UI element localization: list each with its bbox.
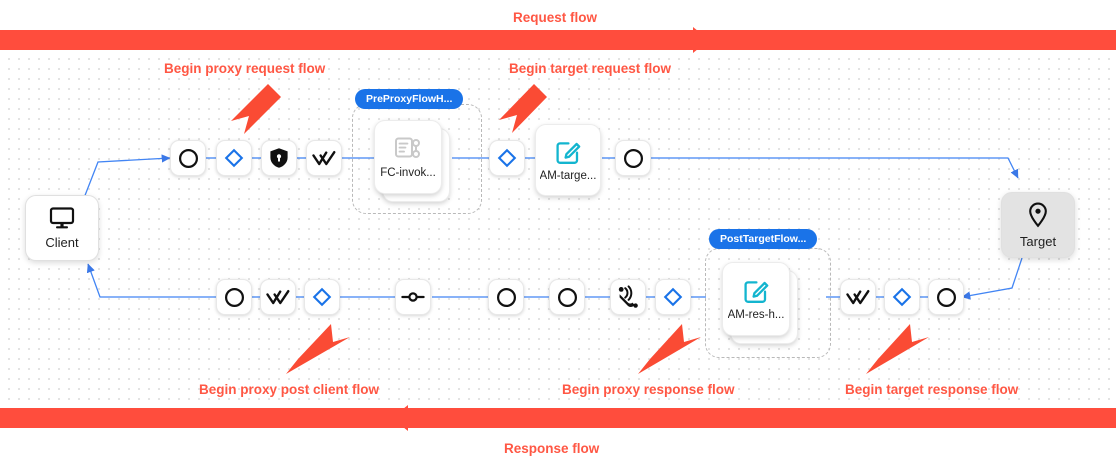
response-step-circle-4[interactable]: [928, 279, 964, 315]
request-step-double-check-1[interactable]: [306, 140, 342, 176]
response-flow-bar: [0, 408, 1116, 428]
diamond-icon: [224, 148, 244, 168]
response-step-double-check-1[interactable]: [260, 279, 296, 315]
annotation-begin-proxy-response-flow: Begin proxy response flow: [562, 382, 735, 397]
request-step-circle-2[interactable]: [615, 140, 651, 176]
endpoint-client[interactable]: Client: [25, 195, 99, 261]
circle-icon: [936, 287, 956, 307]
broadcast-icon: [618, 285, 638, 308]
edge-target-to-response: [961, 257, 1023, 300]
flow-card-fc-invoke-label: FC-invok...: [380, 166, 436, 179]
assign-message-icon: [744, 280, 769, 303]
response-step-double-check-2[interactable]: [840, 279, 876, 315]
double-check-icon: [312, 150, 336, 165]
diamond-icon: [663, 287, 683, 307]
annotation-begin-target-response-flow: Begin target response flow: [845, 382, 1019, 397]
response-step-circle-1[interactable]: [216, 279, 252, 315]
script-flow-icon: [395, 137, 420, 158]
edge-client-to-request: [83, 154, 171, 199]
flow-card-am-res-label: AM-res-h...: [727, 308, 785, 321]
double-check-icon: [266, 289, 290, 304]
request-flow-label: Request flow: [513, 10, 598, 25]
request-step-diamond-2[interactable]: [489, 140, 525, 176]
circle-icon: [496, 287, 516, 307]
response-flow-label: Response flow: [504, 441, 600, 456]
flow-card-am-res-wrapper[interactable]: AM-res-h...: [722, 262, 804, 352]
policy-card-am-target-label: AM-targe...: [539, 169, 597, 182]
location-pin-icon: [1029, 202, 1047, 227]
monitor-icon: [49, 206, 75, 228]
response-step-circle-3[interactable]: [549, 279, 585, 315]
flow-card-fc-invoke-wrapper[interactable]: FC-invok...: [374, 120, 456, 210]
response-step-circle-2[interactable]: [488, 279, 524, 315]
flow-card-fc-invoke[interactable]: FC-invok...: [374, 120, 442, 194]
request-step-circle-1[interactable]: [170, 140, 206, 176]
diamond-icon: [312, 287, 332, 307]
annotation-begin-target-request-flow: Begin target request flow: [509, 61, 672, 76]
edge-request-to-target: [650, 157, 1019, 179]
assign-message-icon: [556, 141, 581, 164]
endpoint-target[interactable]: Target: [1001, 192, 1075, 258]
diamond-icon: [892, 287, 912, 307]
diamond-icon: [497, 148, 517, 168]
policy-card-am-target[interactable]: AM-targe...: [535, 124, 601, 196]
response-flow-arrowhead: [392, 405, 408, 431]
flow-group-label-post-target[interactable]: PostTargetFlow...: [709, 229, 818, 249]
response-step-diamond-2[interactable]: [655, 279, 691, 315]
circle-icon: [224, 287, 244, 307]
connector-node-icon: [401, 292, 425, 302]
response-step-connector-node[interactable]: [395, 279, 431, 315]
double-check-icon: [846, 289, 870, 304]
request-step-shield-lock[interactable]: [261, 140, 297, 176]
response-step-diamond-3[interactable]: [884, 279, 920, 315]
shield-lock-icon: [270, 148, 288, 168]
circle-icon: [557, 287, 577, 307]
circle-icon: [623, 148, 643, 168]
circle-icon: [178, 148, 198, 168]
request-step-diamond-1[interactable]: [216, 140, 252, 176]
diagram-canvas[interactable]: [0, 50, 1116, 408]
edge-response-to-client: [86, 263, 216, 298]
annotation-begin-proxy-post-client-flow: Begin proxy post client flow: [199, 382, 380, 397]
request-flow-arrowhead: [693, 27, 709, 53]
flow-card-am-res[interactable]: AM-res-h...: [722, 262, 790, 336]
response-step-diamond-1[interactable]: [304, 279, 340, 315]
annotation-begin-proxy-request-flow: Begin proxy request flow: [164, 61, 326, 76]
response-step-broadcast[interactable]: [610, 279, 646, 315]
endpoint-target-label: Target: [1019, 233, 1057, 249]
endpoint-client-label: Client: [45, 234, 79, 250]
request-flow-bar: [0, 30, 1116, 50]
flow-group-label-pre-proxy[interactable]: PreProxyFlowH...: [355, 89, 464, 109]
